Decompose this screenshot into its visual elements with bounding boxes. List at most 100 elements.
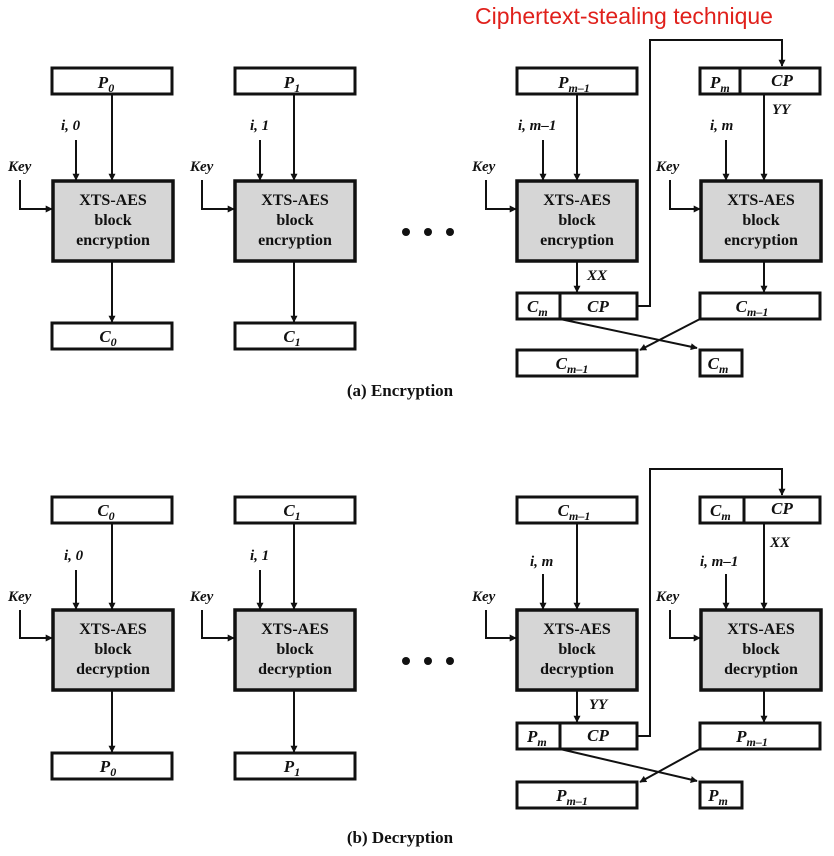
enc-input-box-m-1 xyxy=(515,66,639,96)
dec-split-right: CP xyxy=(587,726,609,745)
dec-tweak-m: i, m–1 xyxy=(700,554,738,570)
dec-tweak-1: i, 1 xyxy=(250,548,269,564)
enc-input-label-m-1: Pm–1 xyxy=(557,73,590,95)
enc-block-0: P0 i, 0 Key XTS-AES block encryption C0 xyxy=(7,66,175,351)
enc-input-label-1: P1 xyxy=(283,73,300,95)
dec-input-left-m: Cm xyxy=(710,501,731,523)
dec-input-box-m-1 xyxy=(515,495,639,525)
enc-cipher-1 xyxy=(233,179,357,263)
dec-caption: (b) Decryption xyxy=(347,828,454,847)
dec-block-m-1: Cm–1 i, m Key XTS-AES block decryption Y… xyxy=(471,495,639,751)
enc-tweak-m-1: i, m–1 xyxy=(518,118,556,134)
dec-split-left: Pm xyxy=(526,727,547,749)
svg-text:decryption: decryption xyxy=(724,661,798,678)
dec-output-label-0: P0 xyxy=(99,757,116,779)
enc-final-right-label: Cm xyxy=(708,354,729,376)
enc-key-1: Key xyxy=(189,159,214,175)
dec-final-left-box xyxy=(515,780,639,810)
enc-padding-yy: YY xyxy=(772,102,792,118)
svg-text:XTS-AES: XTS-AES xyxy=(727,192,795,209)
enc-output-label-1: C1 xyxy=(283,327,300,349)
enc-input-label-0: P0 xyxy=(97,73,114,95)
enc-intermediate-xx: XX xyxy=(586,268,608,284)
dec-final-left-label: Pm–1 xyxy=(555,786,588,808)
dec-out-label-m: Pm–1 xyxy=(735,727,768,749)
dec-cipher-m xyxy=(699,608,823,692)
dec-steal-wire xyxy=(637,468,786,737)
dec-input-box-0 xyxy=(50,495,174,525)
dec-input-label-1: C1 xyxy=(283,501,300,523)
dec-block-0: C0 i, 0 Key XTS-AES block decryption P0 xyxy=(7,495,175,781)
dec-input-right-m: CP xyxy=(771,499,793,518)
dec-key-m-1: Key xyxy=(471,589,496,605)
enc-input-box-m xyxy=(698,66,822,96)
dec-block-1: C1 i, 1 Key XTS-AES block decryption P1 xyxy=(189,495,357,781)
enc-key-m-1: Key xyxy=(471,159,496,175)
svg-text:decryption: decryption xyxy=(258,661,332,678)
enc-key-0: Key xyxy=(7,159,32,175)
dec-input-box-1 xyxy=(233,495,357,525)
dec-intermediate-yy: YY xyxy=(589,697,609,713)
svg-text:block: block xyxy=(94,641,131,658)
svg-text:decryption: decryption xyxy=(540,661,614,678)
enc-output-label-0: C0 xyxy=(99,327,116,349)
dec-input-box-m xyxy=(698,495,822,525)
enc-input-right-m: CP xyxy=(771,71,793,90)
enc-tweak-1: i, 1 xyxy=(250,118,269,134)
enc-final-left-box xyxy=(515,348,639,378)
svg-text:encryption: encryption xyxy=(76,232,150,249)
svg-text:block: block xyxy=(742,641,779,658)
dec-key-m: Key xyxy=(655,589,680,605)
dec-cipher-m-1 xyxy=(515,608,639,692)
enc-cipher-m xyxy=(699,179,823,263)
svg-text:block: block xyxy=(276,212,313,229)
dec-block-m: Cm CP XX i, m–1 Key XTS-AES block decryp… xyxy=(655,495,823,751)
dec-output-label-1: P1 xyxy=(283,757,300,779)
svg-text:XTS-AES: XTS-AES xyxy=(727,621,795,638)
enc-tweak-0: i, 0 xyxy=(61,118,81,134)
enc-key-m: Key xyxy=(655,159,680,175)
dec-tweak-0: i, 0 xyxy=(64,548,84,564)
dec-output-box-1 xyxy=(233,751,357,781)
dec-padding-xx: XX xyxy=(769,535,791,551)
enc-caption: (a) Encryption xyxy=(347,381,454,400)
enc-steal-wire xyxy=(637,39,786,307)
dec-out-box-m xyxy=(698,721,822,751)
enc-out-label-m: Cm–1 xyxy=(736,297,769,319)
svg-text:encryption: encryption xyxy=(258,232,332,249)
svg-text:block: block xyxy=(742,212,779,229)
svg-text:XTS-AES: XTS-AES xyxy=(79,621,147,638)
svg-text:block: block xyxy=(558,641,595,658)
dec-final-right-box xyxy=(698,780,744,810)
dec-tweak-m-1: i, m xyxy=(530,554,553,570)
dec-ellipsis xyxy=(402,657,454,665)
svg-text:XTS-AES: XTS-AES xyxy=(543,621,611,638)
enc-output-box-0 xyxy=(50,321,174,351)
enc-split-box xyxy=(515,291,639,321)
svg-text:decryption: decryption xyxy=(76,661,150,678)
dec-output-box-0 xyxy=(50,751,174,781)
enc-input-left-m: Pm xyxy=(709,73,730,95)
svg-text:encryption: encryption xyxy=(724,232,798,249)
svg-text:XTS-AES: XTS-AES xyxy=(261,621,329,638)
svg-text:XTS-AES: XTS-AES xyxy=(543,192,611,209)
enc-block-m: Pm CP YY i, m Key XTS-AES block encrypti… xyxy=(655,66,823,321)
dec-input-label-0: C0 xyxy=(97,501,114,523)
dec-input-label-m-1: Cm–1 xyxy=(558,501,591,523)
enc-split-left: Cm xyxy=(527,297,548,319)
svg-text:XTS-AES: XTS-AES xyxy=(261,192,329,209)
svg-text:block: block xyxy=(94,212,131,229)
enc-ellipsis xyxy=(402,228,454,236)
decryption-section: C0 i, 0 Key XTS-AES block decryption P0 … xyxy=(7,468,823,847)
dec-key-0: Key xyxy=(7,589,32,605)
svg-text:encryption: encryption xyxy=(540,232,614,249)
ciphertext-stealing-label: Ciphertext-stealing technique xyxy=(475,3,773,29)
svg-text:block: block xyxy=(558,212,595,229)
encryption-section: P0 i, 0 Key XTS-AES block encryption C0 … xyxy=(7,39,823,400)
enc-final-left-label: Cm–1 xyxy=(556,354,589,376)
enc-out-box-m xyxy=(698,291,822,321)
enc-block-1: P1 i, 1 Key XTS-AES block encryption C1 xyxy=(189,66,357,351)
enc-block-m-1: Pm–1 i, m–1 Key XTS-AES block encryption… xyxy=(471,66,639,321)
enc-tweak-m: i, m xyxy=(710,118,733,134)
